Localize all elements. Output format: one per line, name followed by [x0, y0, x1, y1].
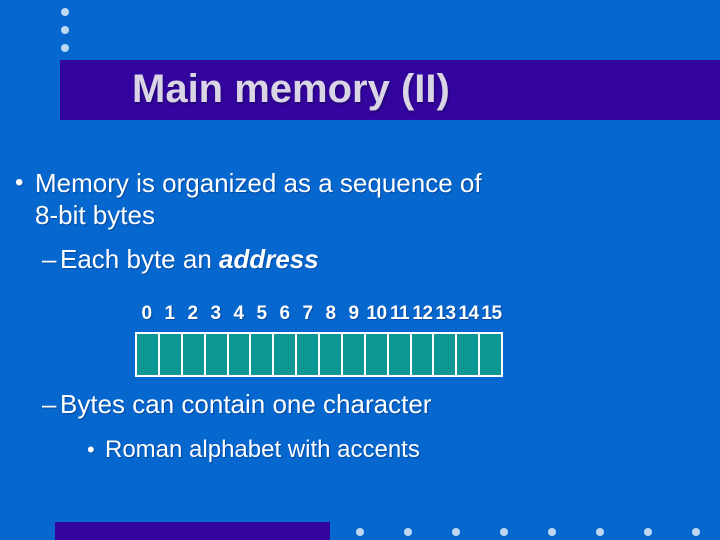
memory-cell — [434, 334, 456, 375]
address-label: 4 — [233, 303, 244, 324]
slide-title: Main memory (II) — [132, 67, 450, 111]
bullet-each-byte-address: – Each byte an address — [42, 243, 319, 275]
memory-cell — [480, 334, 501, 375]
memory-cell — [457, 334, 479, 375]
memory-cell — [342, 334, 364, 375]
address-label: 12 — [412, 303, 433, 324]
address-label: 8 — [325, 303, 336, 324]
memory-cell — [320, 334, 341, 375]
memory-cell — [205, 334, 227, 375]
address-label: 14 — [458, 303, 479, 324]
address-label: 15 — [481, 303, 502, 324]
dot-icon — [500, 528, 508, 536]
bullet-text: Roman alphabet with accents — [105, 436, 420, 463]
dot-icon — [644, 528, 652, 536]
memory-cell — [365, 334, 387, 375]
address-label: 9 — [348, 303, 359, 324]
emphasized-word: address — [219, 244, 319, 274]
bullet-prefix: Each byte an — [60, 244, 219, 274]
memory-cell — [251, 334, 273, 375]
memory-cells-diagram — [135, 332, 503, 377]
bullet-bytes-contain-character: – Bytes can contain one character — [42, 388, 431, 420]
address-label: 0 — [141, 303, 152, 324]
memory-cell — [182, 334, 204, 375]
address-label: 5 — [256, 303, 267, 324]
memory-cell — [411, 334, 433, 375]
bullet-line: Memory is organized as a sequence of — [35, 168, 482, 198]
address-label: 2 — [187, 303, 198, 324]
dot-icon — [692, 528, 700, 536]
bullet-marker: • — [87, 437, 95, 462]
memory-cell — [228, 334, 250, 375]
address-label: 10 — [366, 303, 387, 324]
dot-icon — [61, 8, 69, 16]
dot-icon — [356, 528, 364, 536]
bullet-marker: • — [15, 169, 24, 196]
bullet-text: Memory is organized as a sequence of 8-b… — [35, 167, 482, 231]
bullet-text: Each byte an address — [60, 243, 319, 275]
memory-cell — [274, 334, 296, 375]
memory-cell — [159, 334, 181, 375]
dot-icon — [61, 26, 69, 34]
dot-icon — [452, 528, 460, 536]
dot-icon — [61, 44, 69, 52]
bullet-line: 8-bit bytes — [35, 200, 155, 230]
dot-icon — [596, 528, 604, 536]
top-dots-decoration — [61, 8, 69, 52]
memory-cell — [388, 334, 410, 375]
bottom-dots-decoration — [356, 528, 700, 536]
memory-cell — [137, 334, 158, 375]
address-label: 1 — [164, 303, 175, 324]
footer-bar-decoration — [55, 522, 330, 540]
bullet-roman-alphabet: • Roman alphabet with accents — [87, 434, 420, 466]
dash-marker: – — [42, 389, 57, 419]
bullet-text: Bytes can contain one character — [60, 389, 432, 419]
address-label: 7 — [302, 303, 313, 324]
dot-icon — [548, 528, 556, 536]
dash-marker: – — [42, 244, 57, 274]
address-label: 11 — [389, 303, 410, 324]
address-label: 3 — [210, 303, 221, 324]
address-label: 13 — [435, 303, 456, 324]
memory-cell — [297, 334, 318, 375]
bullet-memory-organized: • Memory is organized as a sequence of 8… — [15, 167, 482, 231]
dot-icon — [404, 528, 412, 536]
title-bar: Main memory (II) — [60, 60, 720, 120]
address-label: 6 — [279, 303, 290, 324]
